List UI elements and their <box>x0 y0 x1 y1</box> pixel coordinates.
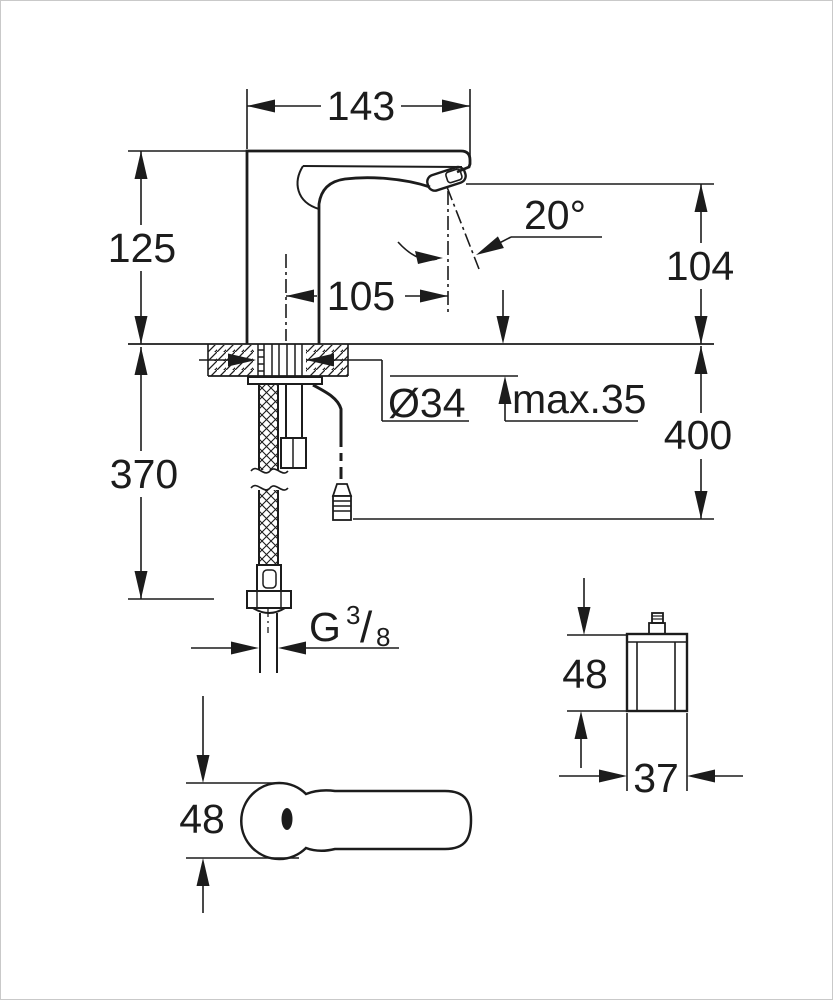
arrowhead-up <box>498 376 512 404</box>
mounting-flange <box>247 376 323 385</box>
thread-G-label: G <box>309 604 341 650</box>
dim-base-width-label: 48 <box>179 796 225 842</box>
arrowhead-down <box>496 316 510 344</box>
dim-shank-diameter: Ø34 <box>199 353 518 426</box>
aerator-capsule <box>426 165 467 192</box>
dim-outlet-height-label: 104 <box>666 243 734 289</box>
plug-taper <box>331 483 353 497</box>
faucet-front-view <box>128 149 714 673</box>
dim-connector-drop-label: 400 <box>664 412 732 458</box>
dim-box-width: 37 <box>559 713 743 801</box>
dim-outlet-offset-label: 105 <box>327 273 395 319</box>
dim-outlet-height: 104 <box>466 183 734 344</box>
arrowhead-down <box>577 607 591 635</box>
arrowhead-up <box>694 184 708 212</box>
arrowhead-up <box>134 151 148 179</box>
arrowhead-right <box>420 289 448 303</box>
arrowhead-down <box>196 755 210 783</box>
arrowhead-left <box>306 353 334 367</box>
arrowhead-left <box>278 641 306 655</box>
dim-box-height: 48 <box>562 578 627 768</box>
arrowhead-down <box>694 491 708 519</box>
dim-body-height: 125 <box>108 150 247 344</box>
solenoid-unit <box>280 384 307 469</box>
dimensions: 143 125 370 105 <box>108 83 734 655</box>
arrowhead-down <box>694 316 708 344</box>
dim-deck-thickness: max.35 <box>496 290 646 422</box>
arrowhead-up <box>694 346 708 374</box>
base-plan-view: 48 <box>179 696 473 913</box>
dim-outlet-offset: 105 <box>285 191 449 341</box>
dim-hose-drop-label: 370 <box>110 451 178 497</box>
supply-hose <box>246 384 292 673</box>
dim-body-height-label: 125 <box>108 225 176 271</box>
arrowhead-up <box>134 347 148 375</box>
box-socket <box>648 622 666 635</box>
arrowhead-left <box>286 289 314 303</box>
leader-arrowhead <box>476 236 504 255</box>
thread-slash: / <box>360 603 373 652</box>
dim-spray-angle-label: 20° <box>524 192 586 238</box>
aerator-insert <box>445 168 463 184</box>
hose-braid-upper <box>259 384 278 470</box>
dim-deck-thickness-label: max.35 <box>512 376 646 422</box>
arrowhead-right <box>228 353 256 367</box>
dim-box-height-label: 48 <box>562 651 608 697</box>
aerator-outlet <box>426 165 467 192</box>
control-box-outline <box>625 632 689 713</box>
box-nipple <box>651 612 664 624</box>
arrowhead-down <box>134 316 148 344</box>
base-outline <box>240 781 473 861</box>
arrowhead-left <box>247 99 275 113</box>
sensor-window <box>281 808 293 830</box>
hose-break-top <box>250 467 289 474</box>
dim-base-width: 48 <box>179 696 299 913</box>
dim-connector-drop: 400 <box>353 346 732 520</box>
hose-ferrule <box>256 564 282 592</box>
ferrule-window <box>262 569 277 589</box>
arrowhead-right <box>599 769 627 783</box>
nut-bottom-arc <box>252 607 286 614</box>
dim-thread: G 3 / 8 <box>191 600 399 655</box>
arrowhead-up <box>574 711 588 739</box>
arrowhead-left <box>687 769 715 783</box>
neck-fillet <box>296 165 320 210</box>
arrowhead-up <box>196 858 210 886</box>
spout-underside <box>317 176 431 344</box>
spray-axis <box>446 186 480 270</box>
dim-hose-drop: 370 <box>110 347 214 600</box>
thread-denominator: 8 <box>376 622 390 652</box>
arrowhead-down <box>134 571 148 599</box>
dim-spout-reach-label: 143 <box>327 83 395 129</box>
plug-connector <box>332 495 352 521</box>
hose-break-bottom <box>250 484 289 491</box>
thread-numerator: 3 <box>346 600 360 630</box>
dim-spray-angle: 20° <box>397 186 602 270</box>
dim-box-width-label: 37 <box>633 755 679 801</box>
sensor-cable <box>312 383 353 521</box>
dim-shank-diameter-label: Ø34 <box>388 380 466 426</box>
control-box-view: 48 37 <box>559 578 743 801</box>
hose-braid-lower <box>259 490 278 565</box>
cable-curve <box>312 383 343 447</box>
arrowhead-right <box>442 99 470 113</box>
arrowhead-right <box>231 641 259 655</box>
arc-arrowhead <box>415 251 443 264</box>
top-cap-edge <box>302 165 463 168</box>
hose-hex-nut <box>246 590 292 609</box>
dim-spout-reach: 143 <box>246 83 471 164</box>
mounting-shank <box>257 344 303 376</box>
